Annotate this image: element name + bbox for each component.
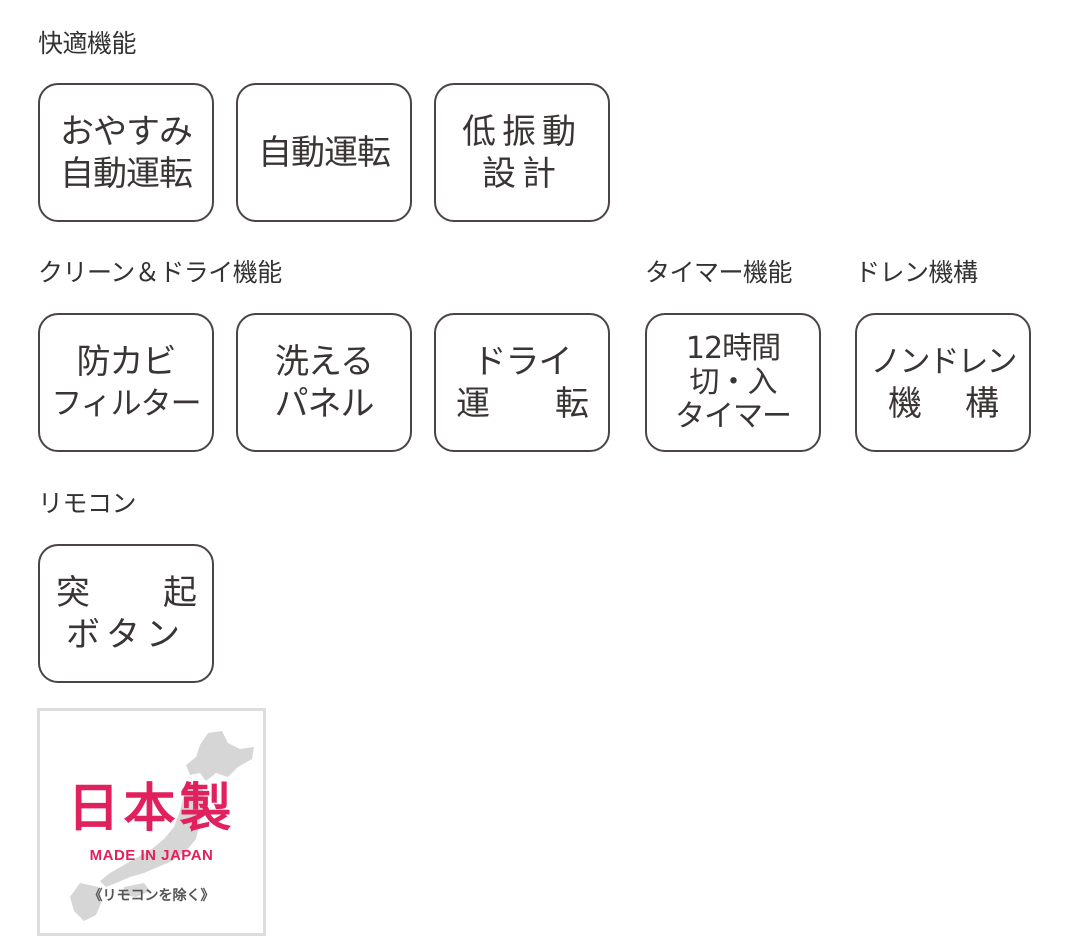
feature-text: ドライ: [472, 341, 573, 382]
feature-text: 12時間: [685, 330, 781, 366]
feature-text-row: 運 転: [456, 383, 589, 425]
feature-dry-operation: ドライ 運 転: [434, 313, 610, 452]
feature-sleep-auto-operation: おやすみ 自動運転: [38, 83, 214, 222]
feature-text: 機: [888, 383, 922, 424]
feature-washable-panel: 洗える パネル: [236, 313, 412, 452]
feature-text: おやすみ: [60, 111, 193, 152]
feature-text: タイマー: [675, 398, 792, 434]
section-title-drain: ドレン機構: [855, 258, 978, 287]
feature-text: ボタン: [66, 614, 186, 655]
section-title-remote: リモコン: [38, 489, 137, 518]
made-in-japan-note: 《リモコンを除く》: [88, 888, 215, 904]
section-title-timer: タイマー機能: [645, 258, 793, 287]
feature-auto-operation: 自動運転: [236, 83, 412, 222]
feature-raised-buttons: 突 起 ボタン: [38, 544, 214, 683]
feature-text: 突: [56, 572, 90, 613]
made-in-japan-kanji: 日本製: [67, 779, 236, 839]
feature-text: 洗える: [275, 341, 374, 382]
feature-text: 自動運転: [60, 153, 193, 194]
feature-text: 起: [163, 572, 197, 613]
section-title-clean-dry: クリーン＆ドライ機能: [38, 258, 282, 287]
feature-text: フィルター: [51, 385, 201, 422]
section-title-comfort: 快適機能: [38, 29, 137, 58]
feature-text: 転: [555, 383, 589, 424]
feature-non-drain: ノンドレン 機 構: [855, 313, 1031, 452]
feature-text: ノンドレン: [870, 343, 1018, 380]
feature-low-vibration: 低振動 設計: [434, 83, 610, 222]
feature-text-row: 機 構: [888, 383, 999, 425]
feature-text: パネル: [274, 383, 375, 424]
feature-text: 防カビ: [76, 341, 177, 382]
japan-map-icon: [70, 731, 254, 921]
feature-12h-timer: 12時間 切・入 タイマー: [645, 313, 821, 452]
feature-text: 切・入: [689, 364, 778, 400]
feature-text: 運: [456, 383, 490, 424]
feature-antimold-filter: 防カビ フィルター: [38, 313, 214, 452]
feature-text: 設計: [482, 153, 562, 194]
feature-text-row: 突 起: [56, 572, 197, 614]
made-in-japan-badge: 日本製 MADE IN JAPAN 《リモコンを除く》: [37, 708, 266, 936]
feature-text: 低振動: [462, 111, 582, 152]
feature-text: 自動運転: [258, 132, 391, 173]
made-in-japan-english: MADE IN JAPAN: [89, 847, 214, 864]
feature-text: 構: [965, 383, 999, 424]
